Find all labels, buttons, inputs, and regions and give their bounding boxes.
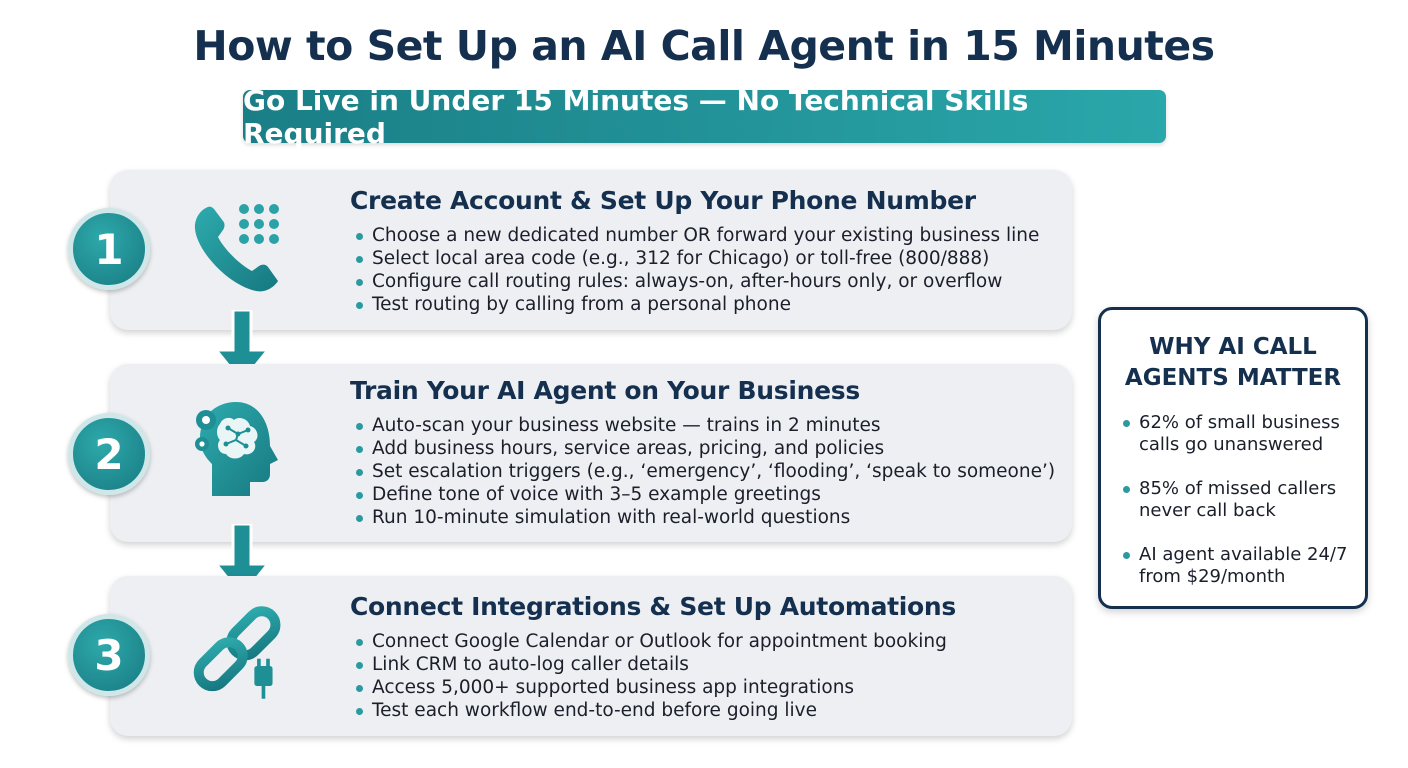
list-item: Define tone of voice with 3–5 example gr… [356, 483, 1055, 506]
phone-keypad-icon [194, 204, 279, 292]
step-title: Connect Integrations & Set Up Automation… [350, 592, 957, 621]
list-item: Connect Google Calendar or Outlook for a… [356, 630, 947, 653]
step-card-1: Create Account & Set Up Your Phone Numbe… [110, 170, 1072, 330]
list-item: Run 10-minute simulation with real-world… [356, 506, 1055, 529]
list-item: Set escalation triggers (e.g., ‘emergenc… [356, 460, 1055, 483]
step-number-badge: 3 [68, 614, 150, 696]
list-item: 85% of missed callers never call back [1123, 478, 1354, 522]
list-item: Configure call routing rules: always-on,… [356, 270, 1039, 293]
fact-list: 62% of small business calls go unanswere… [1123, 412, 1354, 610]
step-title: Create Account & Set Up Your Phone Numbe… [350, 186, 976, 215]
list-item: Access 5,000+ supported business app int… [356, 676, 947, 699]
panel-title-line: WHY AI CALL [1149, 334, 1317, 360]
list-item: Test routing by calling from a personal … [356, 293, 1039, 316]
list-item: Select local area code (e.g., 312 for Ch… [356, 247, 1039, 270]
step-bullets: Choose a new dedicated number OR forward… [356, 224, 1039, 316]
ai-brain-head-icon [195, 402, 278, 496]
page-title: How to Set Up an AI Call Agent in 15 Min… [193, 22, 1215, 70]
list-item: Choose a new dedicated number OR forward… [356, 224, 1039, 247]
step-number-badge: 2 [68, 413, 150, 495]
list-item: AI agent available 24/7 from $29/month [1123, 544, 1354, 588]
subtitle-banner: Go Live in Under 15 Minutes — No Technic… [243, 84, 1166, 150]
list-item: 62% of small business calls go unanswere… [1123, 412, 1354, 456]
why-it-matters-panel: WHY AI CALL AGENTS MATTER 62% of small b… [1098, 307, 1368, 609]
list-item: Add business hours, service areas, prici… [356, 437, 1055, 460]
panel-title-line: AGENTS MATTER [1124, 365, 1342, 391]
chain-plug-icon [193, 606, 281, 699]
step-bullets: Auto-scan your business website — trains… [356, 414, 1055, 529]
step-title: Train Your AI Agent on Your Business [350, 376, 860, 405]
step-number-badge: 1 [68, 208, 150, 290]
panel-title: WHY AI CALL AGENTS MATTER [1101, 332, 1365, 394]
step-card-3: Connect Integrations & Set Up Automation… [110, 576, 1072, 736]
list-item: Auto-scan your business website — trains… [356, 414, 1055, 437]
list-item: Link CRM to auto-log caller details [356, 653, 947, 676]
step-bullets: Connect Google Calendar or Outlook for a… [356, 630, 947, 722]
list-item: Test each workflow end-to-end before goi… [356, 699, 947, 722]
